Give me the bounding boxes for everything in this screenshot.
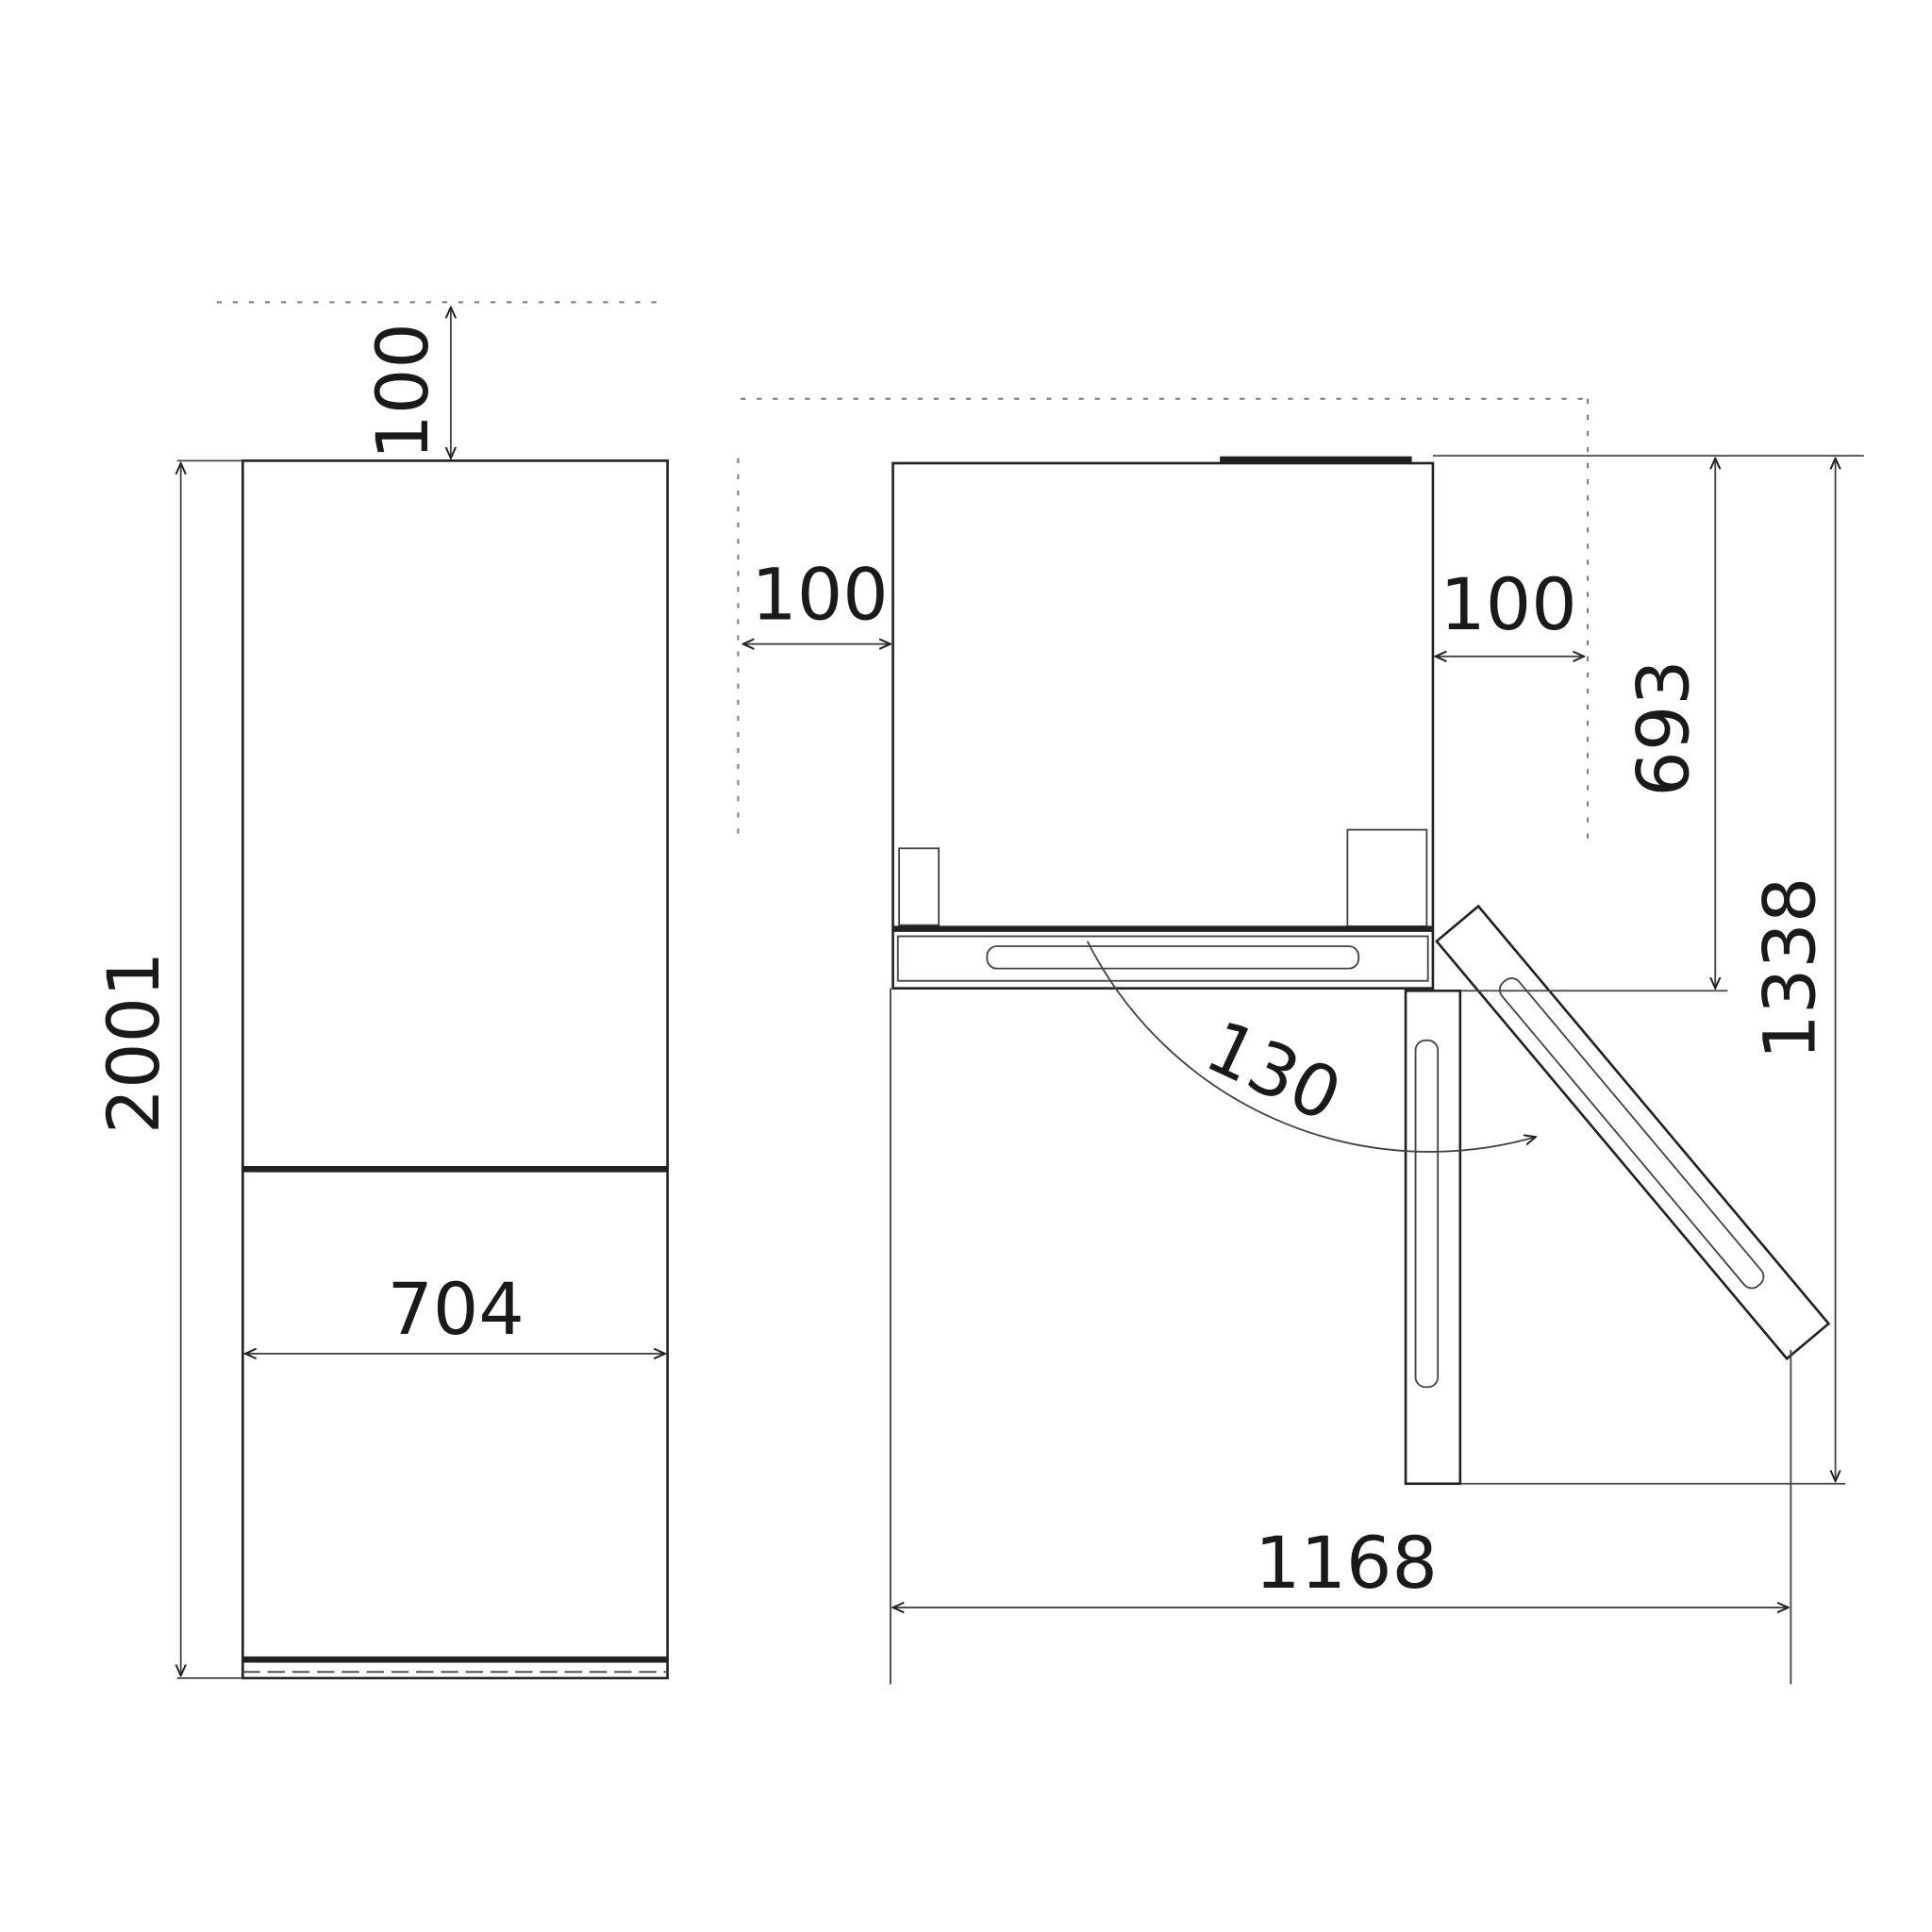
fridge-body: [242, 459, 669, 1680]
door-handle-closed: [986, 945, 1360, 970]
open-width-label: 1168: [1255, 1521, 1438, 1605]
door-closed: [896, 935, 1429, 982]
open-depth-label: 1338: [1747, 877, 1831, 1060]
right-clearance-label: 100: [1440, 562, 1576, 646]
door-open-90: [1404, 989, 1462, 1486]
door-angle-arc: [1086, 941, 1536, 1153]
left-hinge: [898, 847, 941, 926]
depth-label: 693: [1621, 659, 1705, 796]
right-hinge: [1346, 828, 1428, 927]
left-clearance-label: 100: [751, 552, 888, 636]
height-label: 2001: [92, 952, 175, 1135]
door-handle-open-90: [1414, 1039, 1440, 1389]
fridge-body-top: [891, 461, 1435, 990]
door-open-130: [1435, 904, 1831, 1361]
top-view: 130 100 100 693 1338 1168: [737, 397, 1864, 1685]
top-clearance-label: 100: [360, 323, 444, 459]
width-label: 704: [387, 1267, 524, 1351]
front-view: 100 2001 704: [92, 301, 669, 1680]
